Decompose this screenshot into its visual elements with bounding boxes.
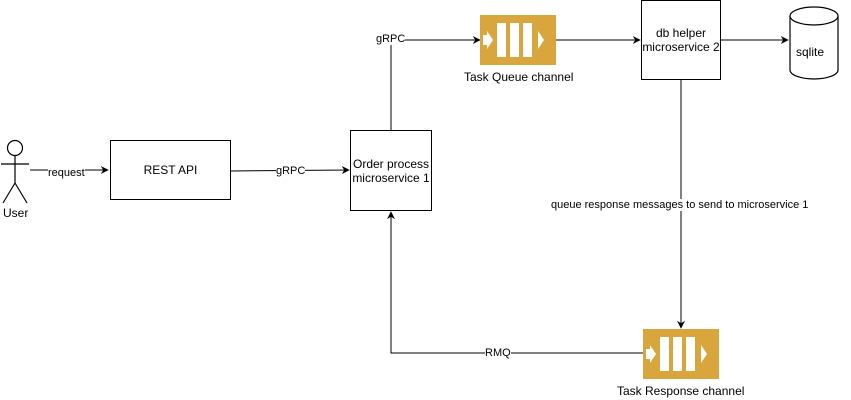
edge-label-grpc-queue: gRPC xyxy=(376,33,406,45)
edge-task-response-to-order xyxy=(387,211,643,354)
order-process-label-line1: Order process xyxy=(352,156,430,171)
user-stick-figure-icon xyxy=(1,139,29,204)
sqlite-label: sqlite xyxy=(796,45,825,59)
task-response-label: Task Response channel xyxy=(617,384,745,398)
user-label: User xyxy=(3,206,29,220)
db-helper-label-line1: db helper xyxy=(655,26,707,40)
task-queue-label: Task Queue channel xyxy=(464,70,574,84)
order-process-label-line2: microservice 1 xyxy=(352,170,430,185)
db-helper-box: db helper microservice 2 xyxy=(641,0,721,80)
sqlite-database-icon xyxy=(789,6,839,80)
edge-label-rmq: RMQ xyxy=(485,347,511,359)
rest-api-box: REST API xyxy=(110,140,231,200)
edge-label-request: request xyxy=(48,167,85,179)
order-process-box: Order process microservice 1 xyxy=(350,130,432,211)
edge-label-queue-response: queue response messages to send to micro… xyxy=(551,199,809,211)
edge-label-grpc-rest: gRPC xyxy=(276,165,306,177)
rest-api-label: REST API xyxy=(143,163,198,177)
edge-order-to-task-queue xyxy=(390,36,481,130)
task-response-queue-icon xyxy=(643,329,719,379)
task-queue-icon xyxy=(480,15,556,65)
db-helper-label-line2: microservice 2 xyxy=(642,40,720,54)
